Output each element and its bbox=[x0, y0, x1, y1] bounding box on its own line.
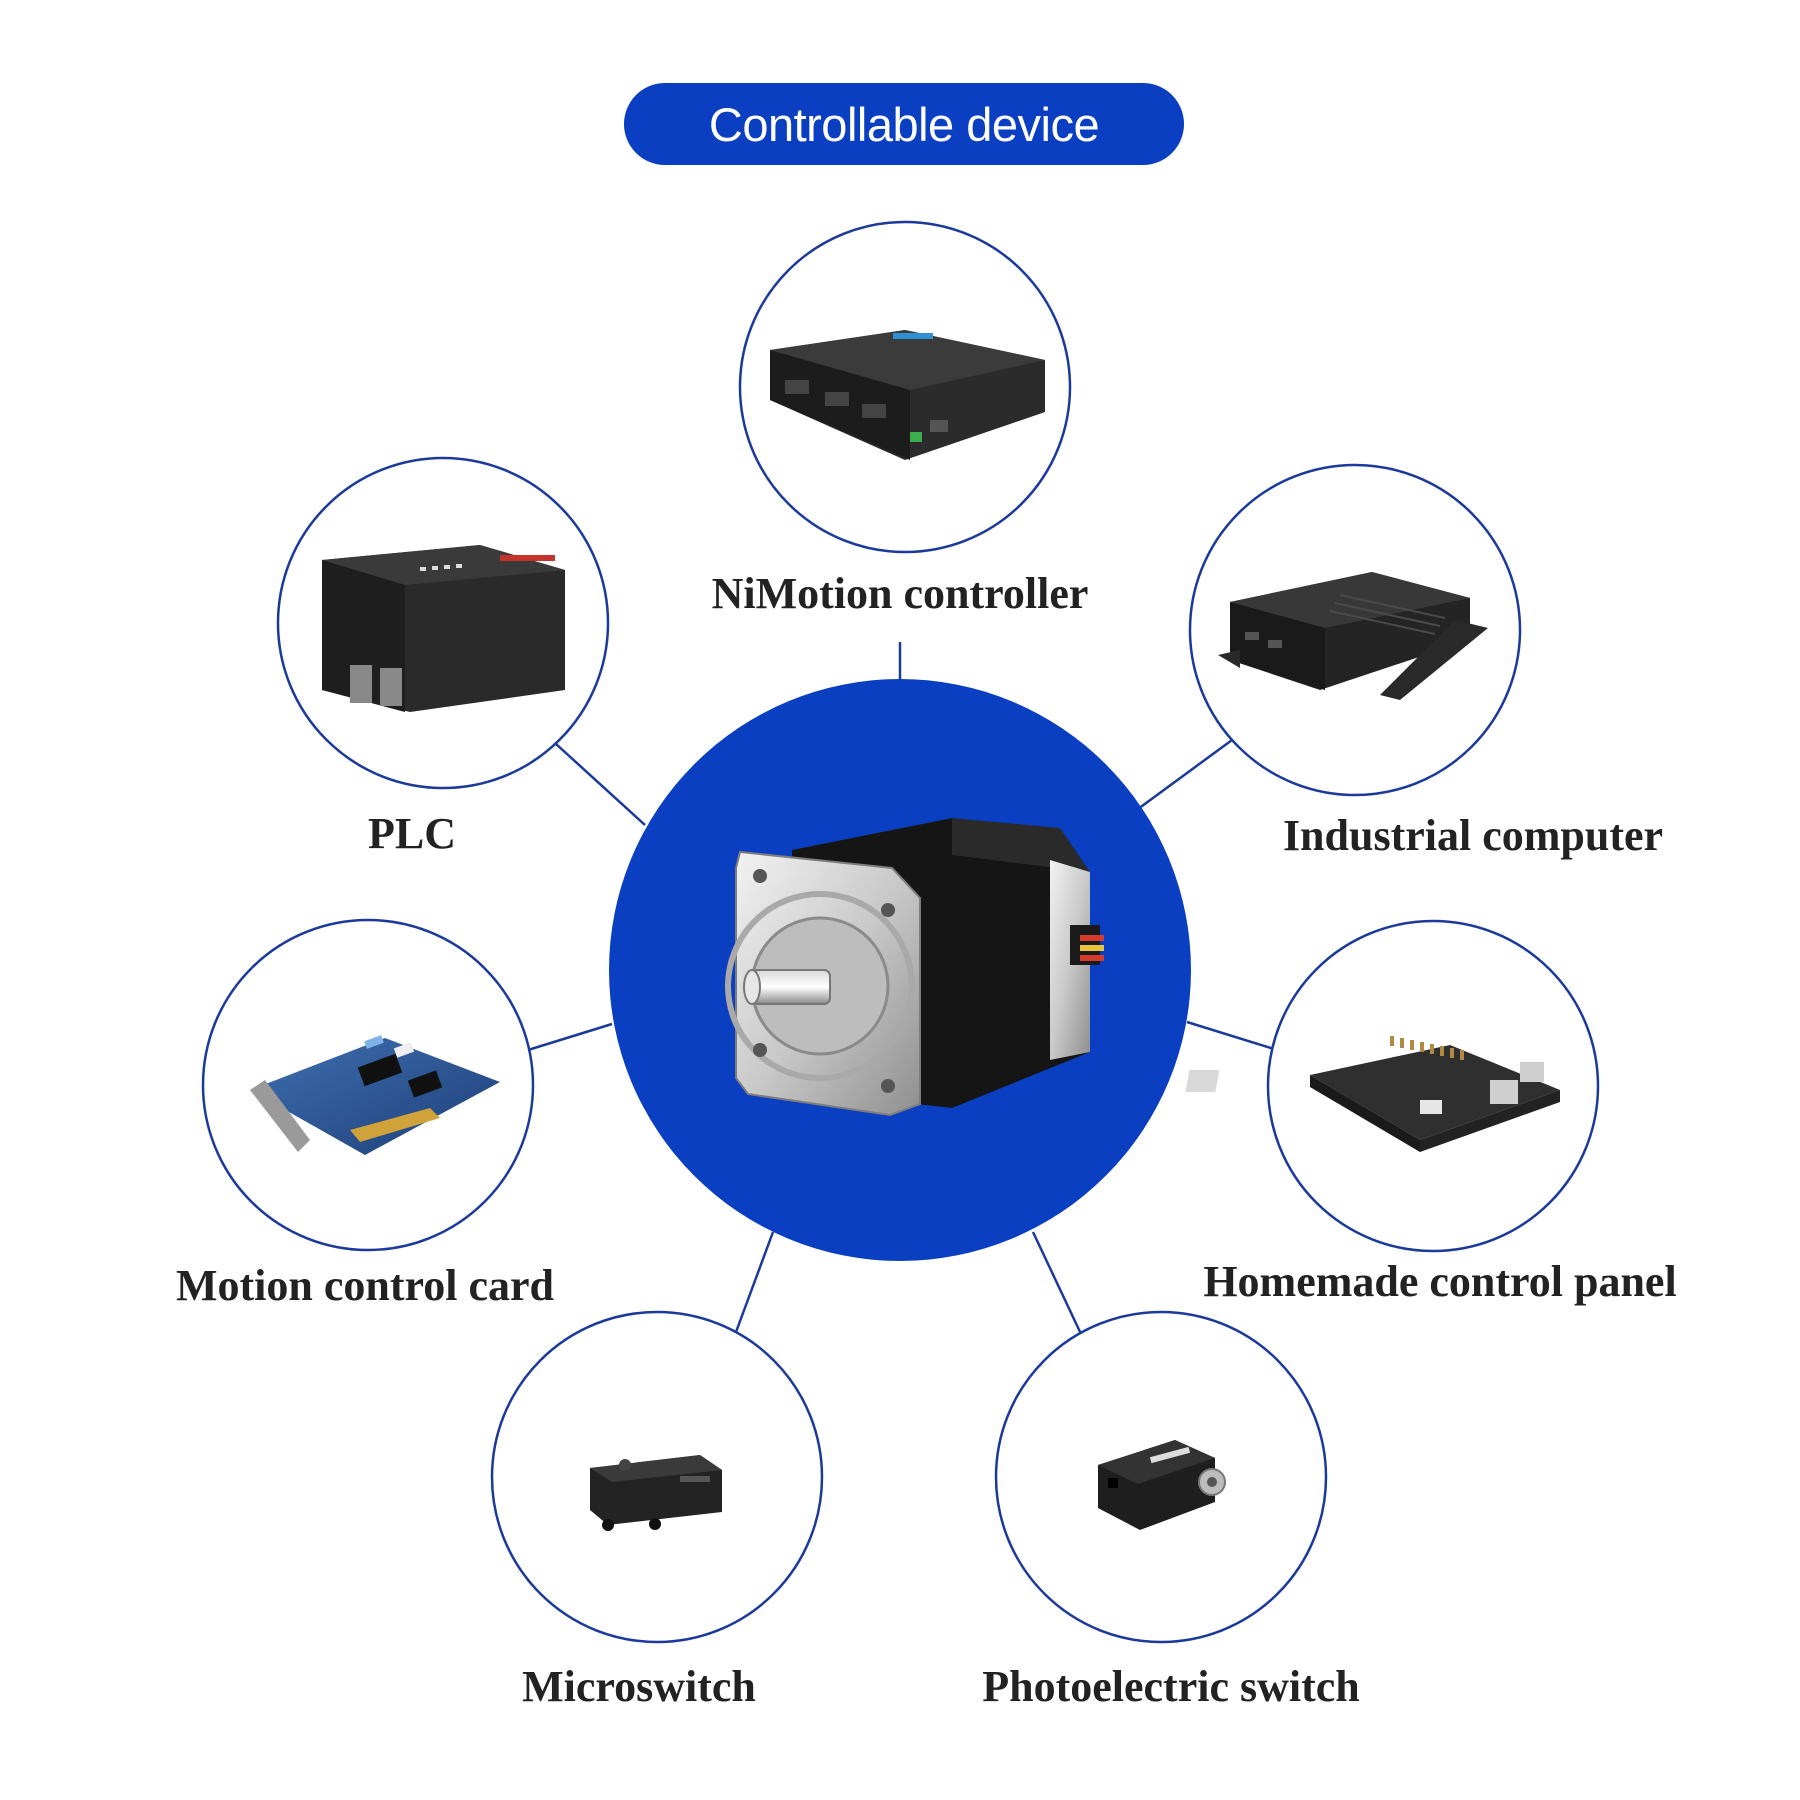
plc-icon bbox=[322, 545, 565, 712]
label-plc: PLC bbox=[368, 809, 456, 858]
title-pill: Controllable device bbox=[624, 83, 1184, 165]
microswitch-icon bbox=[590, 1455, 722, 1531]
connector-lines bbox=[527, 642, 1275, 1335]
label-nimotion-controller: NiMotion controller bbox=[711, 569, 1089, 618]
label-photoelectric-switch: Photoelectric switch bbox=[982, 1662, 1360, 1711]
industrial-computer-icon bbox=[1218, 572, 1488, 700]
label-motion-control-card: Motion control card bbox=[175, 1261, 555, 1310]
label-industrial-computer: Industrial computer bbox=[1282, 811, 1664, 860]
connector-photoelectric-switch bbox=[1031, 1231, 1083, 1335]
diagram-title: Controllable device bbox=[708, 97, 1100, 151]
connector-motion-control-card bbox=[527, 1022, 613, 1052]
nimotion-controller-icon bbox=[770, 330, 1045, 460]
stepper-motor-icon bbox=[725, 818, 1104, 1117]
photoelectric-switch-icon bbox=[1098, 1440, 1226, 1530]
connector-homemade-control-panel bbox=[1186, 1020, 1275, 1051]
homemade-control-panel-icon bbox=[1185, 1036, 1560, 1152]
connector-industrial-computer bbox=[1137, 738, 1233, 811]
label-microswitch: Microswitch bbox=[522, 1662, 756, 1711]
connector-microswitch bbox=[734, 1231, 775, 1333]
connector-plc bbox=[555, 743, 646, 826]
label-homemade-control-panel: Homemade control panel bbox=[1203, 1257, 1677, 1306]
motion-control-card-icon bbox=[250, 1035, 500, 1155]
